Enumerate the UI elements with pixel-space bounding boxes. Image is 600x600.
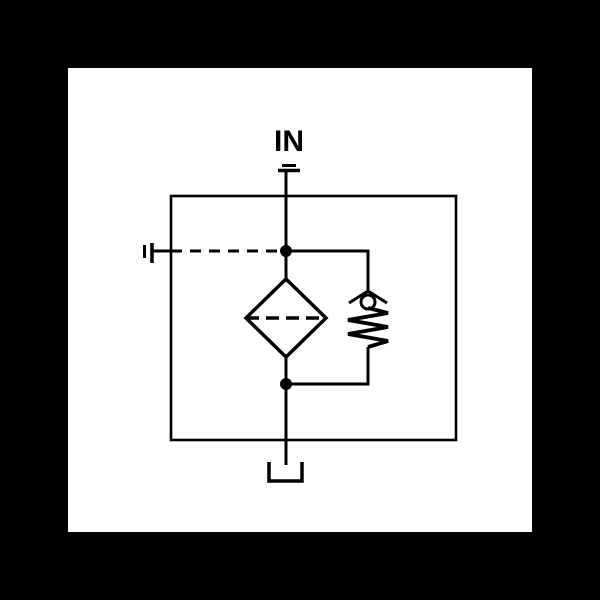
gauge-port-icon bbox=[143, 243, 154, 263]
filter-element-icon bbox=[243, 276, 329, 360]
inlet-port-icon bbox=[278, 164, 300, 173]
diagram-canvas bbox=[68, 68, 532, 532]
bypass-branch-bottom-line bbox=[286, 347, 370, 386]
inlet-label: IN bbox=[274, 125, 304, 158]
check-valve-seat bbox=[348, 289, 388, 305]
check-valve-ball bbox=[359, 293, 377, 311]
tank-icon bbox=[267, 462, 304, 483]
check-valve-ball-icon bbox=[348, 289, 388, 311]
bypass-branch-top-line bbox=[286, 249, 370, 291]
envelope-box bbox=[169, 194, 458, 442]
spring-icon bbox=[347, 306, 389, 349]
